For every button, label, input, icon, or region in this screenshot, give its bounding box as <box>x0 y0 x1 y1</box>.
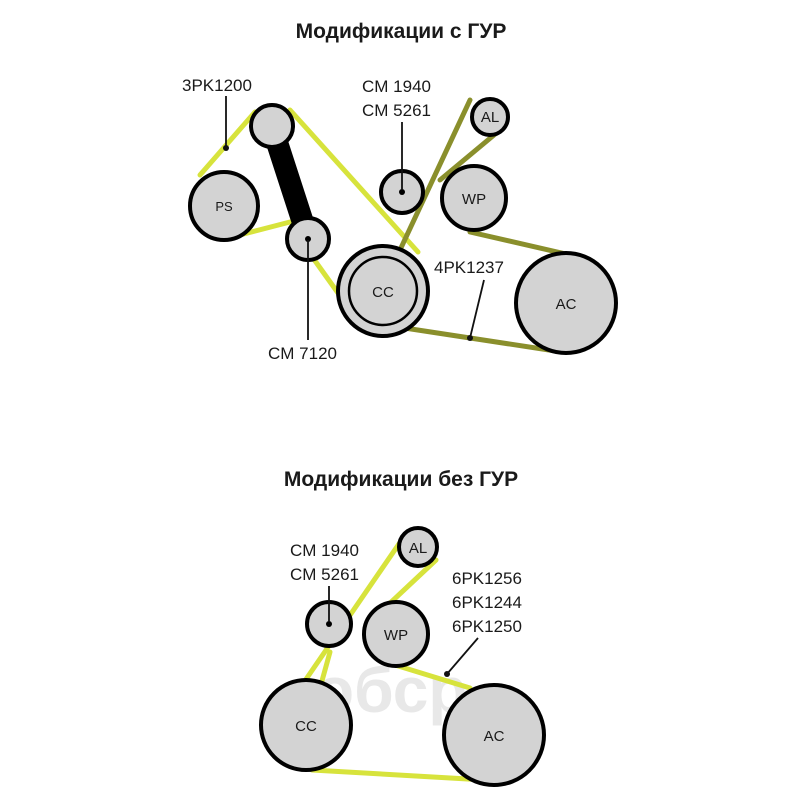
cc-pulley <box>336 244 430 338</box>
cc-pulley-inner-ring <box>347 255 419 327</box>
tensioner-pulley-center <box>399 189 405 195</box>
label-6pk1244: 6PK1244 <box>452 593 522 612</box>
label-6pk1250: 6PK1250 <box>452 617 522 636</box>
cc-pulley <box>259 678 353 772</box>
belt-4pk-segment <box>382 322 565 355</box>
leader-dot-3pk1200 <box>223 145 229 151</box>
al-pulley <box>397 526 439 568</box>
label-6pk1256: 6PK1256 <box>452 569 522 588</box>
label-cm5261: CM 5261 <box>362 101 431 120</box>
diagram2-pulleys: AL WP CC AC <box>259 526 546 787</box>
diagram1-pulleys: PS AL WP CC AC <box>188 97 618 355</box>
belt-6pk-segment <box>392 662 473 691</box>
label-cm7120: CM 7120 <box>268 344 337 363</box>
wp-pulley <box>440 164 508 232</box>
al-pulley <box>470 97 510 137</box>
cc-pulley-label: CC <box>372 284 394 301</box>
diagram2-callouts: CM 1940 CM 5261 6PK1256 6PK1244 6PK1250 <box>290 541 522 677</box>
tensioner-pulley-upper <box>249 103 295 149</box>
belt-6pk-segment <box>297 535 406 691</box>
label-4pk1237: 4PK1237 <box>434 258 504 277</box>
ac-pulley <box>442 683 546 787</box>
label-3pk1200: 3PK1200 <box>182 76 252 95</box>
ps-pulley <box>188 170 260 242</box>
diagram1-title: Модификации с ГУР <box>296 20 507 43</box>
diagram2-title: Модификации без ГУР <box>284 468 518 491</box>
belt-3pk-segment <box>287 107 421 255</box>
label-cm1940: CM 1940 <box>362 77 431 96</box>
ac-pulley <box>514 251 618 355</box>
al-pulley-label: AL <box>409 540 427 557</box>
ac-pulley-label: AC <box>484 728 505 745</box>
wp-pulley-label: WP <box>384 627 408 644</box>
cc-pulley-label: CC <box>295 718 317 735</box>
diagram1-callouts: 3PK1200 CM 1940 CM 5261 CM 7120 4PK1237 <box>182 76 504 363</box>
belt-4pk-segment <box>397 97 473 253</box>
belt-6pk-segment <box>309 767 488 783</box>
leader-dot-6pk <box>444 671 450 677</box>
idler-pulley-center <box>305 236 311 242</box>
ps-pulley-label: PS <box>215 199 233 214</box>
belt-4pk-segment <box>437 127 503 183</box>
al-pulley-label: AL <box>481 109 499 126</box>
ac-pulley-label: AC <box>556 296 577 313</box>
label-cm1940: CM 1940 <box>290 541 359 560</box>
leader-dot-4pk1237 <box>467 335 473 341</box>
belt-4pk-segment <box>467 229 569 257</box>
wp-pulley <box>362 600 430 668</box>
leader-6pk <box>446 637 479 675</box>
label-cm5261: CM 5261 <box>290 565 359 584</box>
leader-4pk1237 <box>469 279 485 339</box>
wp-pulley-label: WP <box>462 191 486 208</box>
tensioner-pulley-center <box>326 621 332 627</box>
belt-3pk-segment <box>197 109 258 178</box>
